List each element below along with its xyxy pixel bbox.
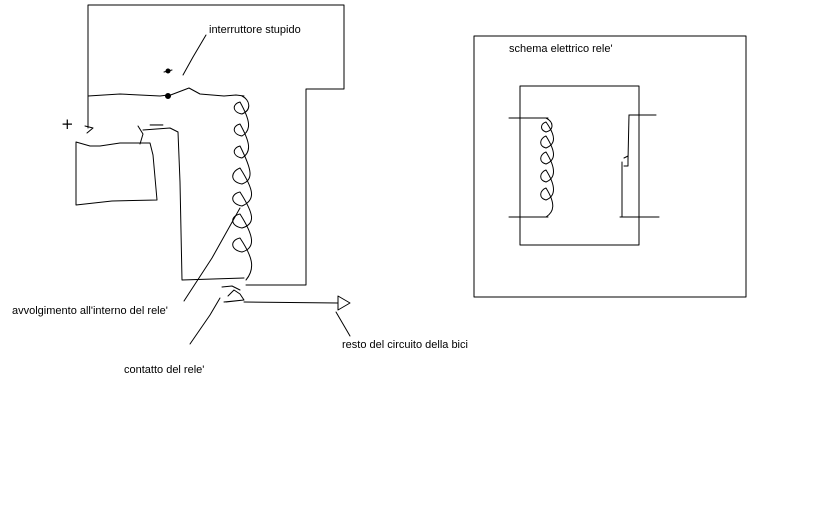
schematic-switch-contact bbox=[623, 155, 629, 167]
switch-contact-upper-mark bbox=[163, 69, 173, 73]
switch-lead-wire bbox=[87, 93, 169, 97]
switch-blade bbox=[167, 87, 245, 97]
relay-coil-winding bbox=[232, 95, 253, 281]
schematic-outer-box bbox=[473, 35, 747, 298]
switch-label: interruttore stupido bbox=[209, 24, 301, 36]
contact-label: contatto del rele' bbox=[124, 364, 205, 376]
contact-label-leader bbox=[189, 297, 221, 345]
negative-lead-wire bbox=[142, 127, 245, 281]
battery-negative-terminal bbox=[137, 125, 144, 145]
relay-contact-symbol bbox=[221, 285, 245, 303]
battery-body bbox=[75, 141, 158, 206]
output-arrow bbox=[337, 295, 351, 311]
battery-plus-sign: + bbox=[61, 115, 74, 133]
battery-positive-terminal bbox=[84, 125, 94, 134]
battery-minus-sign: — bbox=[149, 115, 164, 133]
main-circuit-wire bbox=[87, 4, 345, 286]
coil-label: avvolgimento all'interno del rele' bbox=[12, 305, 168, 317]
relay-inner-box bbox=[519, 85, 640, 246]
schematic-coil-winding bbox=[540, 117, 554, 218]
schematic-switch-lead bbox=[627, 114, 630, 161]
output-wire bbox=[243, 301, 339, 304]
switch-label-leader bbox=[182, 34, 207, 76]
coil-label-leader bbox=[183, 207, 241, 302]
rest-label-leader bbox=[335, 311, 351, 337]
schematic-title: schema elettrico rele' bbox=[509, 43, 613, 55]
rest-of-circuit-label: resto del circuito della bici bbox=[342, 339, 468, 351]
